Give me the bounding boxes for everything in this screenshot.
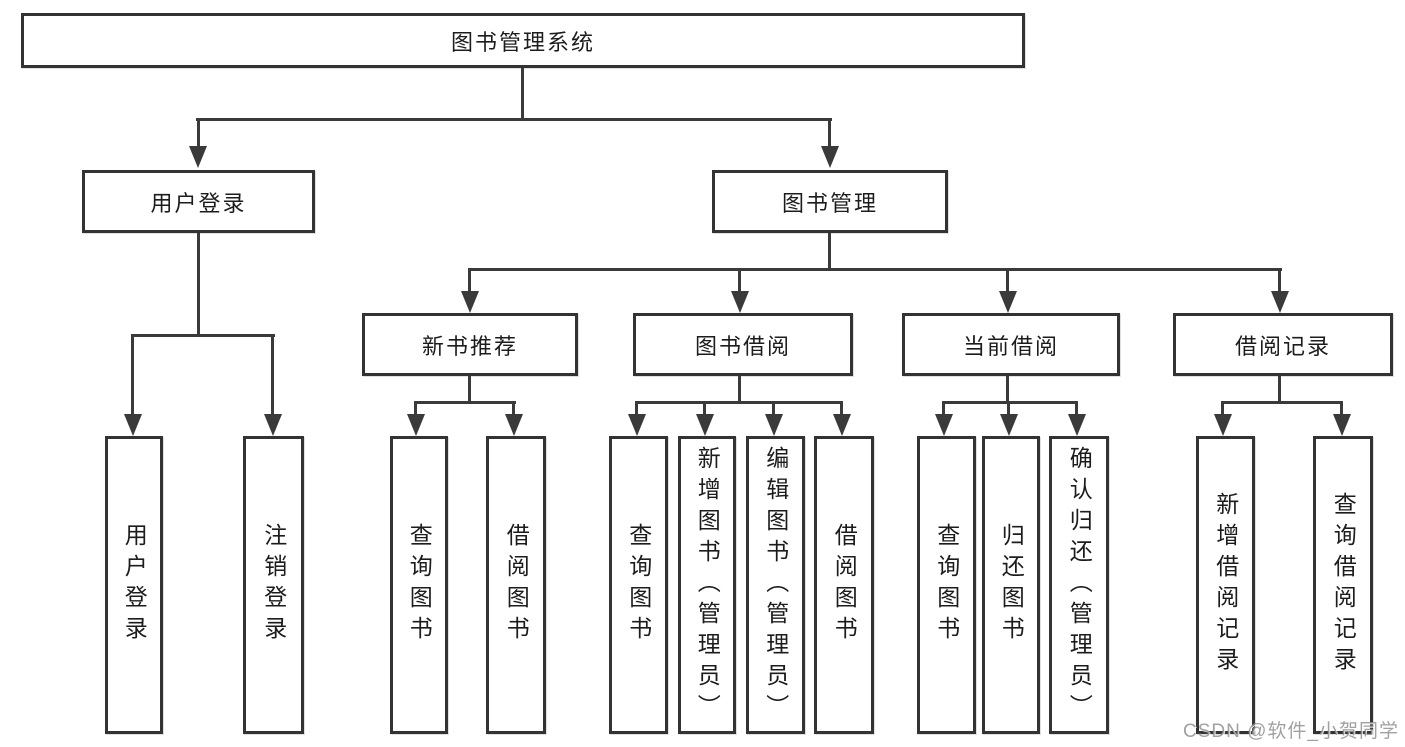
arrowhead-icon: [999, 291, 1017, 313]
connector-line: [196, 118, 832, 121]
leaf-query-borrow-record: 查询借阅记录: [1313, 436, 1373, 734]
leaf-label: 查询图书: [406, 523, 433, 647]
leaf-label: 借阅图书: [831, 523, 858, 647]
connector-line: [942, 401, 945, 416]
connector-line: [468, 376, 471, 403]
node-label: 图书借阅: [694, 333, 791, 359]
connector-line: [1340, 401, 1343, 416]
arrowhead-icon: [731, 291, 749, 313]
connector-line: [197, 233, 200, 336]
leaf-add-books-admin: 新增图书（管理员）: [678, 436, 736, 734]
leaf-label: 新增借阅记录: [1212, 492, 1239, 678]
connector-line: [414, 401, 417, 416]
leaf-edit-books-admin: 编辑图书（管理员）: [746, 436, 805, 734]
connector-line: [1006, 268, 1009, 293]
connector-line: [840, 401, 843, 416]
connector-line: [468, 268, 471, 293]
arrowhead-icon: [1214, 414, 1232, 436]
arrowhead-icon: [461, 291, 479, 313]
leaf-label: 新增图书（管理员）: [694, 445, 721, 725]
leaf-label: 用户登录: [121, 523, 148, 647]
node-borrowing-records: 借阅记录: [1173, 313, 1393, 376]
connector-line: [1075, 401, 1078, 416]
node-label: 用户登录: [150, 190, 247, 216]
leaf-borrow-books-recommend: 借阅图书: [486, 436, 546, 734]
node-label: 图书管理: [781, 190, 878, 216]
connector-line: [828, 118, 831, 148]
node-current-borrowing: 当前借阅: [902, 313, 1120, 376]
connector-line: [197, 118, 200, 148]
watermark: CSDN @软件_小贺同学: [1183, 721, 1399, 742]
leaf-return-books: 归还图书: [982, 436, 1040, 734]
arrowhead-icon: [821, 146, 839, 168]
arrowhead-icon: [1271, 291, 1289, 313]
connector-line: [635, 401, 842, 404]
connector-line: [1278, 268, 1281, 293]
arrowhead-icon: [1000, 414, 1018, 436]
node-user-login: 用户登录: [82, 170, 315, 233]
leaf-user-login: 用户登录: [105, 436, 163, 734]
arrowhead-icon: [935, 414, 953, 436]
node-label: 借阅记录: [1234, 333, 1331, 359]
node-label: 当前借阅: [962, 333, 1059, 359]
arrowhead-icon: [264, 414, 282, 436]
leaf-label: 编辑图书（管理员）: [762, 445, 789, 725]
leaf-label: 确认归还（管理员）: [1066, 445, 1093, 725]
leaf-label: 查询图书: [933, 523, 960, 647]
connector-line: [635, 401, 638, 416]
leaf-borrow-books: 借阅图书: [814, 436, 874, 734]
arrowhead-icon: [628, 414, 646, 436]
node-book-management: 图书管理: [712, 170, 948, 233]
connector-line: [703, 401, 706, 416]
connector-line: [1221, 401, 1343, 404]
connector-line: [271, 334, 274, 416]
arrowhead-icon: [1333, 414, 1351, 436]
leaf-query-books-current: 查询图书: [917, 436, 976, 734]
connector-line: [414, 401, 516, 404]
connector-line: [131, 334, 134, 416]
arrowhead-icon: [505, 414, 523, 436]
connector-line: [1006, 376, 1009, 403]
connector-line: [512, 401, 515, 416]
leaf-confirm-return-admin: 确认归还（管理员）: [1049, 436, 1109, 734]
leaf-query-books-recommend: 查询图书: [390, 436, 448, 734]
node-library-system: 图书管理系统: [21, 13, 1025, 68]
arrowhead-icon: [189, 146, 207, 168]
connector-line: [738, 376, 741, 403]
connector-line: [772, 401, 775, 416]
arrowhead-icon: [1068, 414, 1086, 436]
leaf-label: 注销登录: [260, 523, 287, 647]
arrowhead-icon: [124, 414, 142, 436]
node-label: 新书推荐: [421, 333, 518, 359]
connector-line: [131, 334, 275, 337]
arrowhead-icon: [696, 414, 714, 436]
leaf-logout: 注销登录: [243, 436, 304, 734]
node-book-borrowing: 图书借阅: [633, 313, 853, 376]
connector-line: [468, 268, 1282, 271]
arrowhead-icon: [407, 414, 425, 436]
node-new-book-recommendation: 新书推荐: [362, 313, 578, 376]
leaf-query-books-borrow: 查询图书: [609, 436, 668, 734]
connector-line: [1221, 401, 1224, 416]
node-label: 图书管理系统: [450, 29, 595, 55]
connector-line: [1007, 401, 1010, 416]
leaf-add-borrow-record: 新增借阅记录: [1196, 436, 1255, 734]
leaf-label: 归还图书: [998, 523, 1025, 647]
leaf-label: 查询图书: [625, 523, 652, 647]
leaf-label: 借阅图书: [503, 523, 530, 647]
connector-line: [828, 233, 831, 270]
connector-line: [942, 401, 1078, 404]
connector-line: [1278, 376, 1281, 403]
arrowhead-icon: [833, 414, 851, 436]
leaf-label: 查询借阅记录: [1330, 492, 1357, 678]
arrowhead-icon: [765, 414, 783, 436]
connector-line: [521, 68, 524, 119]
connector-line: [738, 268, 741, 293]
